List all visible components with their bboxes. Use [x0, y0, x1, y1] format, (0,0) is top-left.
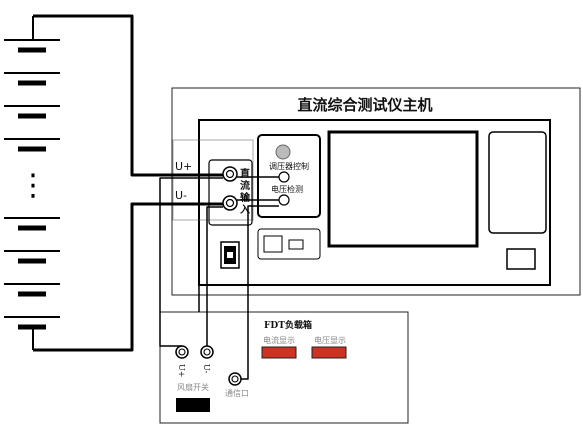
load-terminal-plus[interactable] — [175, 345, 189, 359]
input-label-char-3: 输 — [240, 191, 251, 204]
current-display-label: 电流显示 — [263, 335, 295, 345]
side-button[interactable] — [506, 248, 536, 270]
voltage-display-label: 电压显示 — [314, 335, 346, 345]
load-terminal-minus[interactable] — [200, 345, 214, 359]
load-terminal-plus-label: U+ — [177, 364, 186, 377]
host-unit: 直流综合测试仪主机 直 流 输 入 U+ U- 调压器控制 电压检测 — [171, 87, 581, 296]
current-display — [261, 346, 297, 359]
power-switch[interactable] — [220, 241, 240, 269]
input-label-char-2: 流 — [240, 179, 250, 192]
host-terminal-plus[interactable] — [222, 166, 238, 182]
voltage-display — [311, 346, 347, 359]
host-terminal-minus-label: U- — [175, 189, 187, 202]
battery-cell-3 — [4, 105, 60, 119]
battery-cell-7 — [4, 283, 60, 297]
wire-battery-negative — [33, 202, 223, 352]
load-box-title: FDT负载箱 — [264, 319, 312, 331]
input-label-char-4: 入 — [240, 204, 250, 216]
host-outer-frame — [171, 87, 581, 296]
fan-switch-label: 风扇开关 — [177, 382, 209, 392]
voltage-detect-port[interactable] — [278, 194, 290, 206]
input-panel-outline — [172, 139, 254, 221]
input-panel — [208, 159, 253, 226]
control-panel — [257, 134, 321, 218]
battery-stack: ⋮ — [4, 16, 60, 350]
battery-cell-8 — [4, 316, 60, 330]
host-title: 直流综合测试仪主机 — [297, 96, 432, 114]
battery-cell-5 — [4, 217, 60, 231]
battery-ellipsis: ⋮ — [18, 168, 48, 203]
host-button-large[interactable] — [263, 235, 283, 253]
battery-cell-6 — [4, 250, 60, 264]
side-panel — [488, 131, 547, 234]
battery-cell-2 — [4, 72, 60, 86]
input-label-char-1: 直 — [240, 167, 250, 180]
battery-cell-4 — [4, 138, 60, 152]
comm-port-label: 通信口 — [225, 388, 249, 398]
load-box-frame — [159, 311, 409, 424]
fan-switch[interactable] — [176, 398, 210, 412]
load-box: FDT负载箱 电流显示 电压显示 U+ U- 通信口 风扇开关 — [159, 311, 409, 424]
wire-battery-positive — [33, 14, 223, 177]
regulator-port[interactable] — [278, 171, 290, 183]
wire-load-plus — [159, 177, 223, 347]
voltage-detect-label: 电压检测 — [271, 184, 303, 194]
battery-cell-1 — [4, 39, 60, 53]
wire-load-minus — [206, 206, 223, 346]
host-button-small[interactable] — [288, 239, 304, 250]
comm-port[interactable] — [228, 372, 242, 386]
wire-comm-port — [241, 205, 279, 380]
host-terminal-minus[interactable] — [222, 195, 238, 211]
load-terminal-minus-label: U- — [202, 364, 211, 374]
button-group — [257, 228, 321, 260]
wires — [33, 14, 279, 380]
main-display-screen — [327, 130, 479, 248]
host-terminal-plus-label: U+ — [175, 160, 192, 173]
regulator-label: 调压器控制 — [269, 161, 309, 171]
regulator-knob[interactable] — [275, 144, 291, 160]
